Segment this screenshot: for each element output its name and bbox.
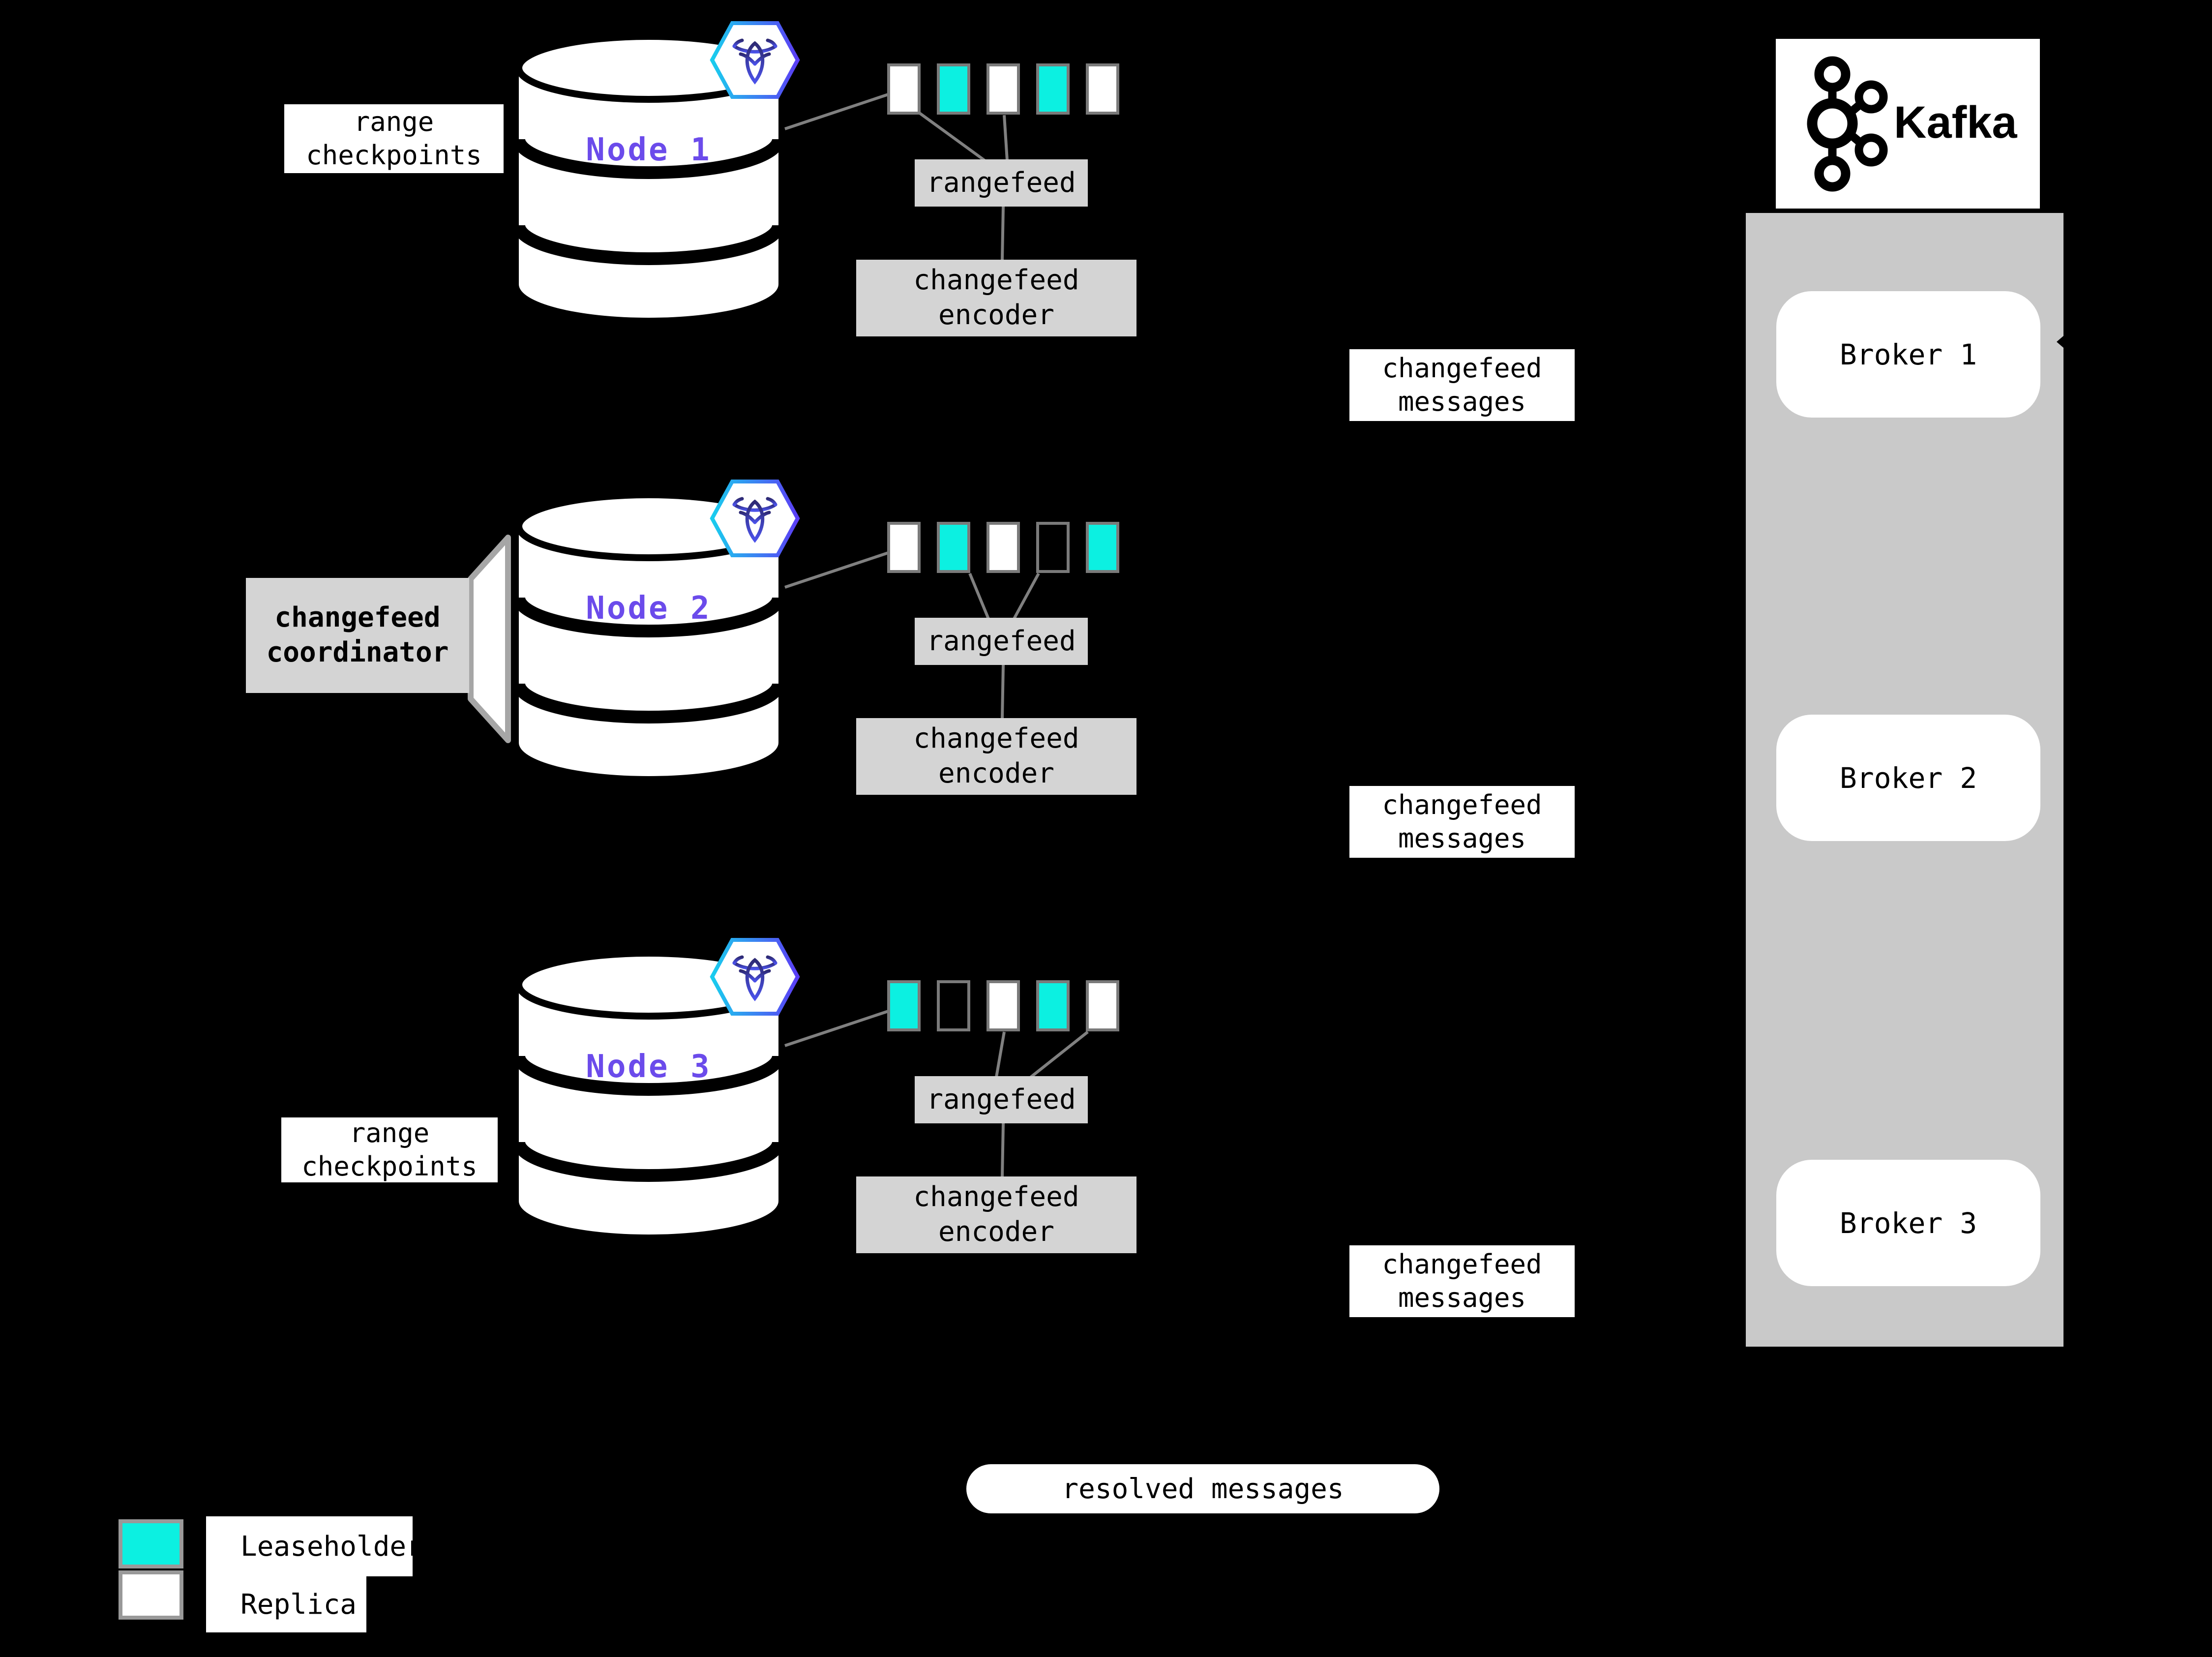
range-square: [1036, 522, 1070, 573]
range-square: [1086, 980, 1119, 1031]
legend-leaseholder-text: Leaseholder: [240, 1530, 423, 1563]
messages-line2: messages: [1398, 823, 1526, 854]
encoder-label-line1: changefeed: [913, 1181, 1079, 1213]
rangefeed-box-node-1: rangefeed: [915, 159, 1088, 207]
encoder-label-line1: changefeed: [913, 723, 1079, 755]
range-square: [1036, 980, 1070, 1031]
cockroachdb-badge-node-1: [710, 21, 800, 99]
messages-line2: messages: [1398, 386, 1526, 417]
kafka-logo-box: Kafka: [1776, 39, 2040, 209]
cockroachdb-badge-node-2: [710, 480, 800, 557]
node-1-cylinder: [514, 33, 783, 318]
range-checkpoints-line1: range: [354, 106, 434, 137]
rangefeed-label: rangefeed: [927, 1083, 1076, 1115]
rangefeed-box-node-2: rangefeed: [915, 618, 1088, 665]
range-square: [1086, 63, 1119, 115]
legend-leaseholder-swatch: [119, 1519, 183, 1568]
range-square: [1086, 522, 1119, 573]
changefeed-coordinator-box: changefeed coordinator: [246, 578, 469, 693]
encoder-label-line2: encoder: [938, 757, 1054, 789]
encoder-label-line1: changefeed: [913, 264, 1079, 297]
changefeed-messages-label-3: changefeed messages: [1349, 1245, 1575, 1317]
broker-2: Broker 2: [1776, 715, 2040, 841]
changefeed-messages-label-1: changefeed messages: [1349, 349, 1575, 421]
broker-1-label: Broker 1: [1839, 337, 1977, 371]
encoder-box-node-1: changefeed encoder: [856, 260, 1136, 336]
node-2-ranges: [887, 522, 1136, 573]
kafka-panel: Broker 1 Broker 2 Broker 3: [1746, 213, 2063, 1347]
range-square: [986, 522, 1020, 573]
range-square: [937, 522, 970, 573]
broker-arrowhead: [2057, 336, 2063, 348]
broker-3-label: Broker 3: [1839, 1206, 1977, 1240]
node-3-ranges: [887, 980, 1136, 1031]
messages-line2: messages: [1398, 1282, 1526, 1313]
node-1-label: Node 1: [586, 132, 712, 168]
range-checkpoints-label-node-3: range checkpoints: [281, 1117, 498, 1182]
connector-lines: [784, 93, 1089, 1177]
encoder-box-node-3: changefeed encoder: [856, 1176, 1136, 1253]
broker-2-label: Broker 2: [1839, 761, 1977, 795]
rangefeed-label: rangefeed: [927, 625, 1076, 657]
cockroachdb-badge-node-3: [710, 938, 800, 1016]
coordinator-bracket: [468, 535, 511, 743]
node-1-ranges: [887, 63, 1136, 115]
legend-replica-label: Replica: [206, 1576, 366, 1632]
range-square: [986, 980, 1020, 1031]
coordinator-line2: coordinator: [266, 636, 449, 668]
range-checkpoints-line1: range: [349, 1117, 430, 1148]
range-square: [937, 980, 970, 1031]
messages-line1: changefeed: [1382, 352, 1542, 384]
node-2-label: Node 2: [586, 590, 712, 627]
broker-1: Broker 1: [1776, 291, 2040, 418]
encoder-label-line2: encoder: [938, 299, 1054, 331]
range-square: [887, 980, 921, 1031]
resolved-messages-pill: resolved messages: [966, 1464, 1439, 1513]
range-square: [1036, 63, 1070, 115]
range-square: [986, 63, 1020, 115]
range-checkpoints-label-node-1: range checkpoints: [284, 104, 504, 173]
encoder-box-node-2: changefeed encoder: [856, 718, 1136, 795]
legend-replica-text: Replica: [240, 1588, 357, 1621]
range-square: [887, 63, 921, 115]
messages-line1: changefeed: [1382, 789, 1542, 820]
range-square: [937, 63, 970, 115]
changefeed-messages-label-2: changefeed messages: [1349, 786, 1575, 858]
resolved-messages-label: resolved messages: [1062, 1473, 1344, 1505]
range-checkpoints-line2: checkpoints: [306, 140, 482, 171]
rangefeed-box-node-3: rangefeed: [915, 1076, 1088, 1123]
messages-line1: changefeed: [1382, 1248, 1542, 1280]
node-3-label: Node 3: [586, 1049, 712, 1085]
node-3-cylinder: [514, 950, 783, 1235]
kafka-title: Kafka: [1894, 97, 2017, 148]
rangefeed-label: rangefeed: [927, 166, 1076, 199]
encoder-label-line2: encoder: [938, 1216, 1054, 1248]
broker-3: Broker 3: [1776, 1160, 2040, 1286]
range-square: [887, 522, 921, 573]
kafka-icon: [1807, 56, 1888, 192]
legend-leaseholder-label: Leaseholder: [206, 1516, 423, 1576]
coordinator-line1: changefeed: [274, 602, 441, 634]
range-checkpoints-line2: checkpoints: [301, 1151, 478, 1182]
node-2-cylinder: [514, 491, 783, 776]
legend-replica-swatch: [119, 1570, 183, 1620]
